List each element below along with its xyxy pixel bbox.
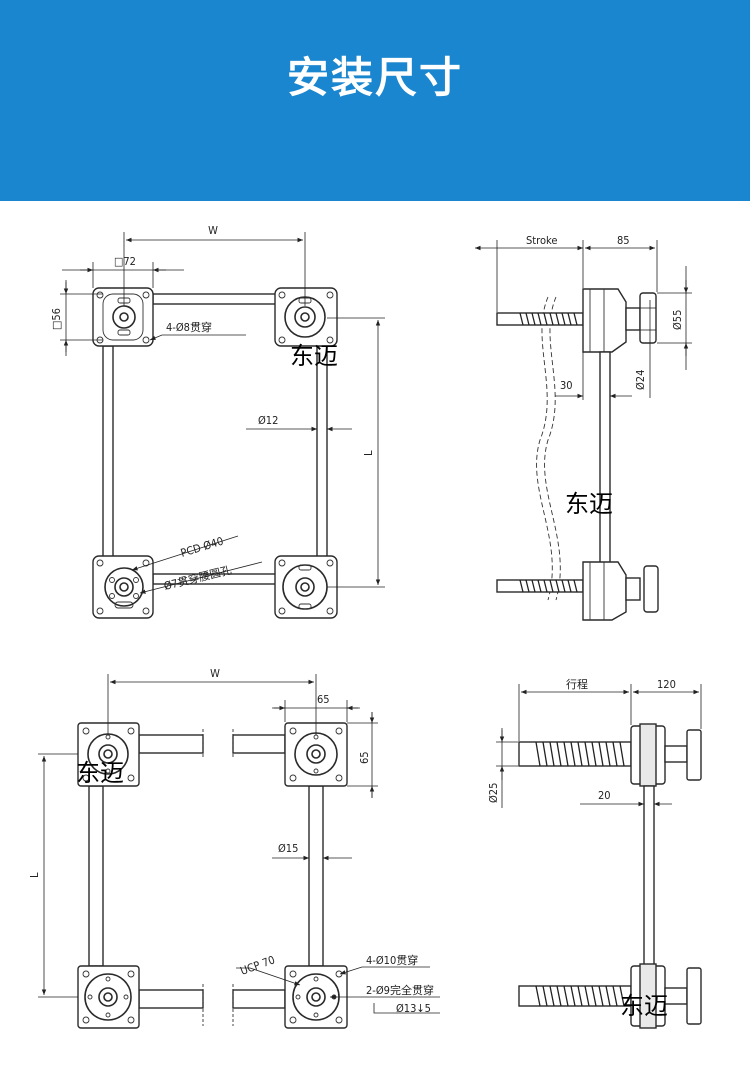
dim4-20: 20 bbox=[598, 789, 611, 802]
label3-ucp70: UCP 70 bbox=[239, 953, 277, 977]
dim-30: 30 bbox=[560, 379, 573, 392]
dim3-65-top: 65 bbox=[317, 693, 330, 706]
dim-d55: Ø55 bbox=[671, 310, 684, 330]
rod-left bbox=[102, 345, 114, 559]
dim-rod-d12: Ø12 bbox=[258, 414, 278, 427]
drawing1-plan-view: W □72 □56 4-Ø8贯穿 L Ø12 PCD Ø40 Ø7贯穿腰圆孔 东… bbox=[50, 224, 385, 619]
label-holes-d8: 4-Ø8贯穿 bbox=[166, 320, 212, 334]
unit3-bottom-left bbox=[77, 965, 140, 1029]
page-title: 安装尺寸 bbox=[286, 53, 463, 102]
label3-holes-d10: 4-Ø10贯穿 bbox=[366, 953, 418, 967]
watermark-2: 东迈 bbox=[565, 490, 613, 518]
watermark-3: 东迈 bbox=[76, 759, 124, 787]
dim4-d25: Ø25 bbox=[487, 783, 500, 803]
dim3-w: W bbox=[210, 667, 220, 680]
drawing4-side-view: 行程 120 Ø25 20 东迈 bbox=[487, 678, 702, 1029]
dim3-rod-d15: Ø15 bbox=[278, 842, 298, 855]
unit-bottom-left bbox=[92, 555, 154, 619]
dim-l: L bbox=[362, 450, 375, 456]
drawing3-plan-view: W 65 65 L Ø15 UCP 70 4-Ø10贯穿 2-Ø9完全贯穿 bbox=[28, 667, 440, 1029]
dim-w: W bbox=[208, 224, 218, 237]
unit3-top-left bbox=[77, 722, 140, 787]
watermark-4: 东迈 bbox=[620, 992, 668, 1020]
dim-sq72: □72 bbox=[114, 255, 136, 268]
label-slot-d7: Ø7贯穿腰圆孔 bbox=[162, 563, 232, 593]
dim-sq56: □56 bbox=[50, 308, 63, 330]
watermark-1: 东迈 bbox=[290, 342, 338, 370]
dim4-120: 120 bbox=[657, 678, 676, 691]
header-banner: 安装尺寸 bbox=[0, 0, 750, 201]
drawing2-side-view: Stroke 85 Ø55 Ø24 30 东迈 bbox=[475, 234, 692, 621]
dim-stroke: Stroke bbox=[526, 234, 557, 247]
dim3-65-side: 65 bbox=[358, 751, 371, 764]
label3-holes-d9: 2-Ø9完全贯穿 bbox=[366, 983, 434, 997]
label-pcd-d40: PCD Ø40 bbox=[179, 535, 225, 560]
unit-top-right bbox=[274, 287, 338, 347]
rod-top bbox=[152, 293, 278, 305]
dim4-stroke: 行程 bbox=[566, 678, 588, 691]
dim3-l: L bbox=[28, 872, 41, 878]
dim-d24: Ø24 bbox=[634, 370, 647, 390]
unit-top-left bbox=[92, 287, 154, 347]
rod-right bbox=[316, 345, 328, 559]
dim-85: 85 bbox=[617, 234, 630, 247]
label3-counterbore: Ø13↓5 bbox=[396, 1002, 431, 1015]
